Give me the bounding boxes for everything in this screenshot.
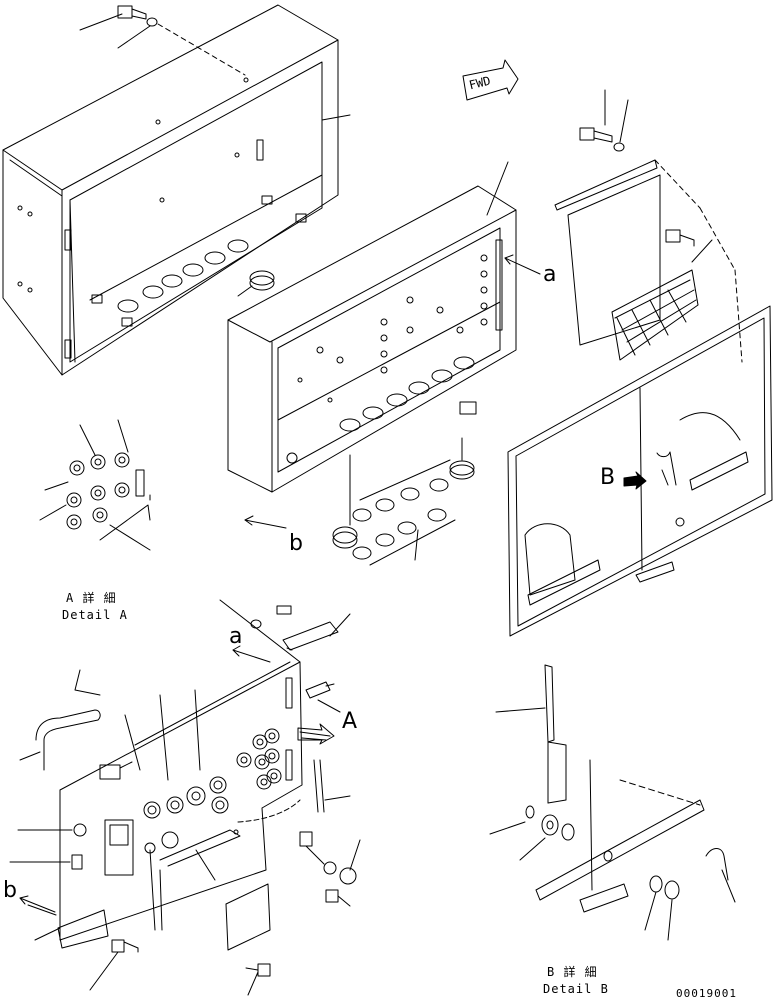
- door-frame: [507, 305, 773, 637]
- bolt-top-left: [79, 5, 246, 76]
- callout-B: B: [600, 465, 616, 490]
- detail-b-cluster: [489, 664, 736, 941]
- detail-a-title-jp: A 詳 細: [66, 591, 117, 605]
- outer-box: [2, 4, 339, 376]
- callout-b-top: b: [289, 531, 303, 556]
- detail-a-title-en: Detail A: [62, 608, 128, 622]
- callout-a-top: a: [543, 262, 557, 287]
- door-panel-assembly: [554, 89, 743, 363]
- detail-a-cluster: [39, 419, 151, 551]
- callout-a-mid: a: [229, 624, 243, 649]
- inner-box: [227, 161, 517, 493]
- detail-b-title-en: Detail B: [543, 982, 609, 996]
- callout-b-bottom: b: [3, 878, 17, 903]
- bottom-left-hardware: [9, 605, 361, 996]
- grommet-set: [332, 437, 475, 566]
- control-panel: [59, 599, 303, 941]
- callout-A: A: [342, 709, 358, 734]
- part-number: 00019001: [676, 987, 737, 1000]
- fwd-arrow: [462, 59, 519, 101]
- detail-b-title-jp: B 詳 細: [547, 965, 598, 979]
